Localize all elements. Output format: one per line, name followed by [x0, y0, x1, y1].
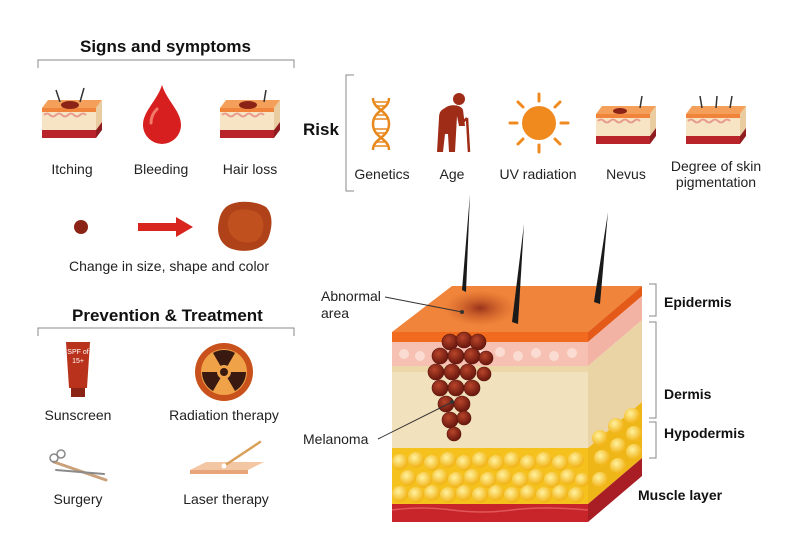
small-mole-icon	[74, 220, 88, 234]
age-label: Age	[439, 166, 465, 182]
skin-cross-section	[391, 194, 642, 522]
pigmentation-label-1: Degree of skin	[670, 158, 762, 174]
abnormal-area-label-1: Abnormal	[321, 288, 381, 304]
laser-therapy-label: Laser therapy	[183, 491, 269, 507]
uv-radiation-label: UV radiation	[499, 166, 577, 182]
change-caption: Change in size, shape and color	[68, 258, 270, 274]
signs-title: Signs and symptoms	[80, 37, 251, 56]
risk-bracket	[345, 74, 354, 192]
laser-icon	[190, 440, 264, 474]
nevus-icon	[596, 95, 656, 144]
hair-1	[462, 194, 470, 292]
abnormal-area-label-2: area	[321, 305, 350, 321]
epidermis-label: Epidermis	[664, 294, 732, 310]
epidermis-layer	[392, 332, 588, 342]
large-mole-icon	[218, 201, 272, 251]
radiation-therapy-label: Radiation therapy	[169, 407, 279, 423]
dna-icon	[371, 97, 391, 151]
hair-loss-label: Hair loss	[222, 161, 278, 177]
melanoma-label: Melanoma	[303, 431, 369, 447]
nevus-label: Nevus	[606, 166, 646, 182]
blood-drop-icon	[143, 85, 181, 144]
prevention-bracket	[37, 327, 295, 336]
surgery-label: Surgery	[53, 491, 103, 507]
radiation-icon	[195, 343, 253, 401]
sunscreen-icon: SPF of 15+	[66, 342, 90, 397]
sun-icon	[508, 92, 570, 154]
arrow-right-icon	[138, 217, 193, 237]
dermis-layer	[392, 366, 588, 448]
sunscreen-label: Sunscreen	[44, 407, 112, 423]
risk-title: Risk	[303, 120, 339, 139]
hair-2	[512, 224, 524, 324]
spf-text-2: 15+	[72, 358, 84, 365]
elderly-person-icon	[437, 93, 471, 153]
dermis-label: Dermis	[664, 386, 712, 402]
bleeding-label: Bleeding	[133, 161, 189, 177]
pigmentation-label-2: pigmentation	[675, 174, 757, 190]
surgery-tools-icon	[49, 449, 108, 482]
pigmentation-icon	[686, 95, 746, 144]
genetics-label: Genetics	[354, 166, 410, 182]
hypodermis-label: Hypodermis	[664, 425, 745, 441]
prevention-title: Prevention & Treatment	[72, 306, 263, 325]
itching-label: Itching	[51, 161, 93, 177]
itching-icon	[42, 87, 102, 138]
hair-loss-icon	[220, 89, 280, 138]
melanoma-mass	[427, 331, 494, 442]
muscle-layer-label: Muscle layer	[638, 487, 723, 503]
hair-3	[594, 212, 608, 304]
signs-bracket	[37, 59, 295, 68]
spf-text-1: SPF of	[67, 349, 88, 356]
